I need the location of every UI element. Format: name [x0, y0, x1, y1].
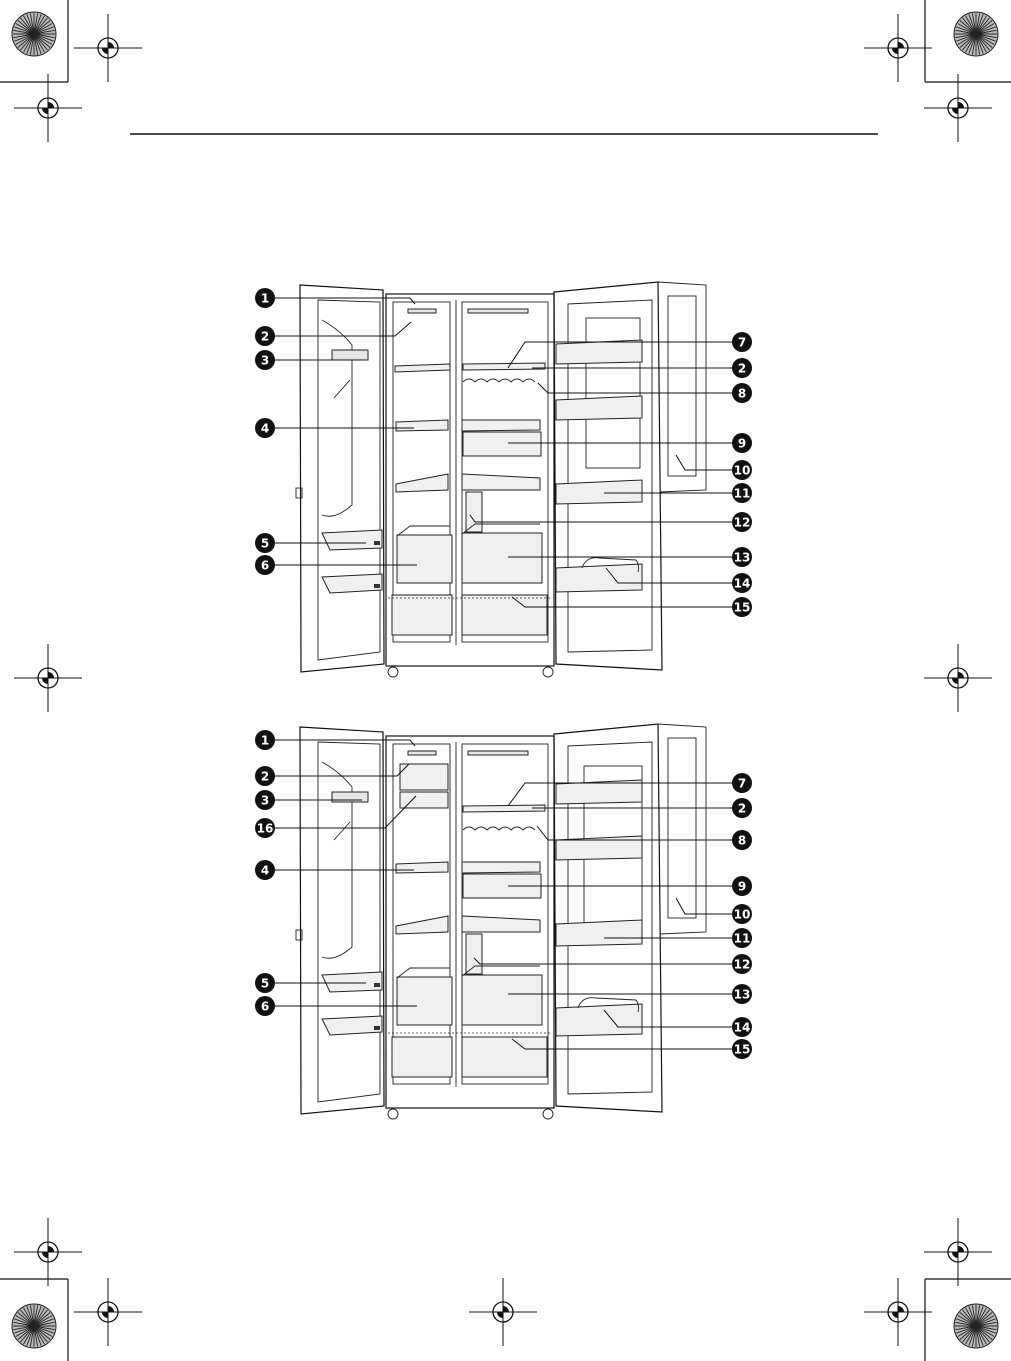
callout-2: 2: [255, 322, 411, 346]
leader-line: [470, 515, 732, 522]
callout-layer: 1234567289101112131415123164567289101112…: [255, 288, 752, 1059]
callout-number: 9: [738, 437, 746, 451]
callout-number: 5: [261, 977, 269, 991]
callout-number: 2: [738, 362, 746, 376]
sunburst-mark-icon: [12, 1304, 56, 1348]
callout-number: 5: [261, 537, 269, 551]
registration-targets: [14, 14, 992, 1346]
leader-line: [676, 898, 732, 914]
registration-target-icon: [864, 1278, 932, 1346]
callout-number: 4: [261, 422, 269, 436]
callout-number: 2: [738, 802, 746, 816]
registration-target-icon: [14, 74, 82, 142]
callout-13: 13: [508, 984, 752, 1004]
left-door: [300, 285, 384, 672]
callout-number: 7: [738, 777, 746, 791]
callout-number: 11: [734, 932, 751, 946]
right-door: [554, 282, 662, 670]
callout-9: 9: [508, 433, 752, 453]
registration-target-icon: [14, 644, 82, 712]
callout-number: 12: [734, 958, 751, 972]
leader-line: [275, 764, 409, 776]
sunburst-mark-icon: [954, 12, 998, 56]
registration-target-icon: [924, 1218, 992, 1286]
callout-number: 6: [261, 1000, 269, 1014]
callout-4: 4: [255, 860, 414, 880]
leader-line: [538, 383, 732, 393]
callout-number: 15: [734, 601, 751, 615]
callout-10: 10: [676, 898, 752, 924]
left-door: [300, 727, 384, 1114]
leader-line: [676, 455, 732, 470]
callout-number: 2: [261, 330, 269, 344]
callout-number: 10: [734, 908, 751, 922]
callout-number: 8: [738, 387, 746, 401]
callout-12: 12: [470, 512, 752, 532]
callout-number: 3: [261, 794, 269, 808]
registration-target-icon: [74, 14, 142, 82]
sunburst-mark-icon: [954, 1304, 998, 1348]
callout-number: 7: [738, 336, 746, 350]
corner-sunburst-marks: [12, 12, 998, 1348]
callout-number: 13: [734, 988, 751, 1002]
callout-4: 4: [255, 418, 414, 438]
sunburst-mark-icon: [12, 12, 56, 56]
callout-number: 13: [734, 551, 751, 565]
callout-9: 9: [508, 876, 752, 896]
callout-number: 10: [734, 464, 751, 478]
callout-13: 13: [508, 547, 752, 567]
callout-number: 11: [734, 487, 751, 501]
callout-number: 4: [261, 864, 269, 878]
callout-number: 15: [734, 1043, 751, 1057]
callout-number: 9: [738, 880, 746, 894]
fridge-diagram-top: [296, 282, 706, 677]
registration-target-icon: [74, 1278, 142, 1346]
callout-number: 3: [261, 354, 269, 368]
callout-number: 14: [734, 577, 751, 591]
registration-target-icon: [864, 14, 932, 82]
leader-line: [474, 958, 732, 964]
callout-number: 1: [261, 734, 269, 748]
callout-number: 12: [734, 516, 751, 530]
callout-number: 1: [261, 292, 269, 306]
registration-target-icon: [14, 1218, 82, 1286]
registration-target-icon: [924, 644, 992, 712]
callout-number: 2: [261, 770, 269, 784]
registration-target-icon: [469, 1278, 537, 1346]
callout-number: 8: [738, 834, 746, 848]
registration-target-icon: [924, 74, 992, 142]
callout-number: 6: [261, 559, 269, 573]
callout-number: 14: [734, 1021, 751, 1035]
callout-1: 1: [255, 288, 415, 308]
callout-number: 16: [257, 822, 274, 836]
leader-line: [275, 322, 411, 336]
callout-12: 12: [474, 954, 752, 974]
callout-1: 1: [255, 730, 415, 750]
